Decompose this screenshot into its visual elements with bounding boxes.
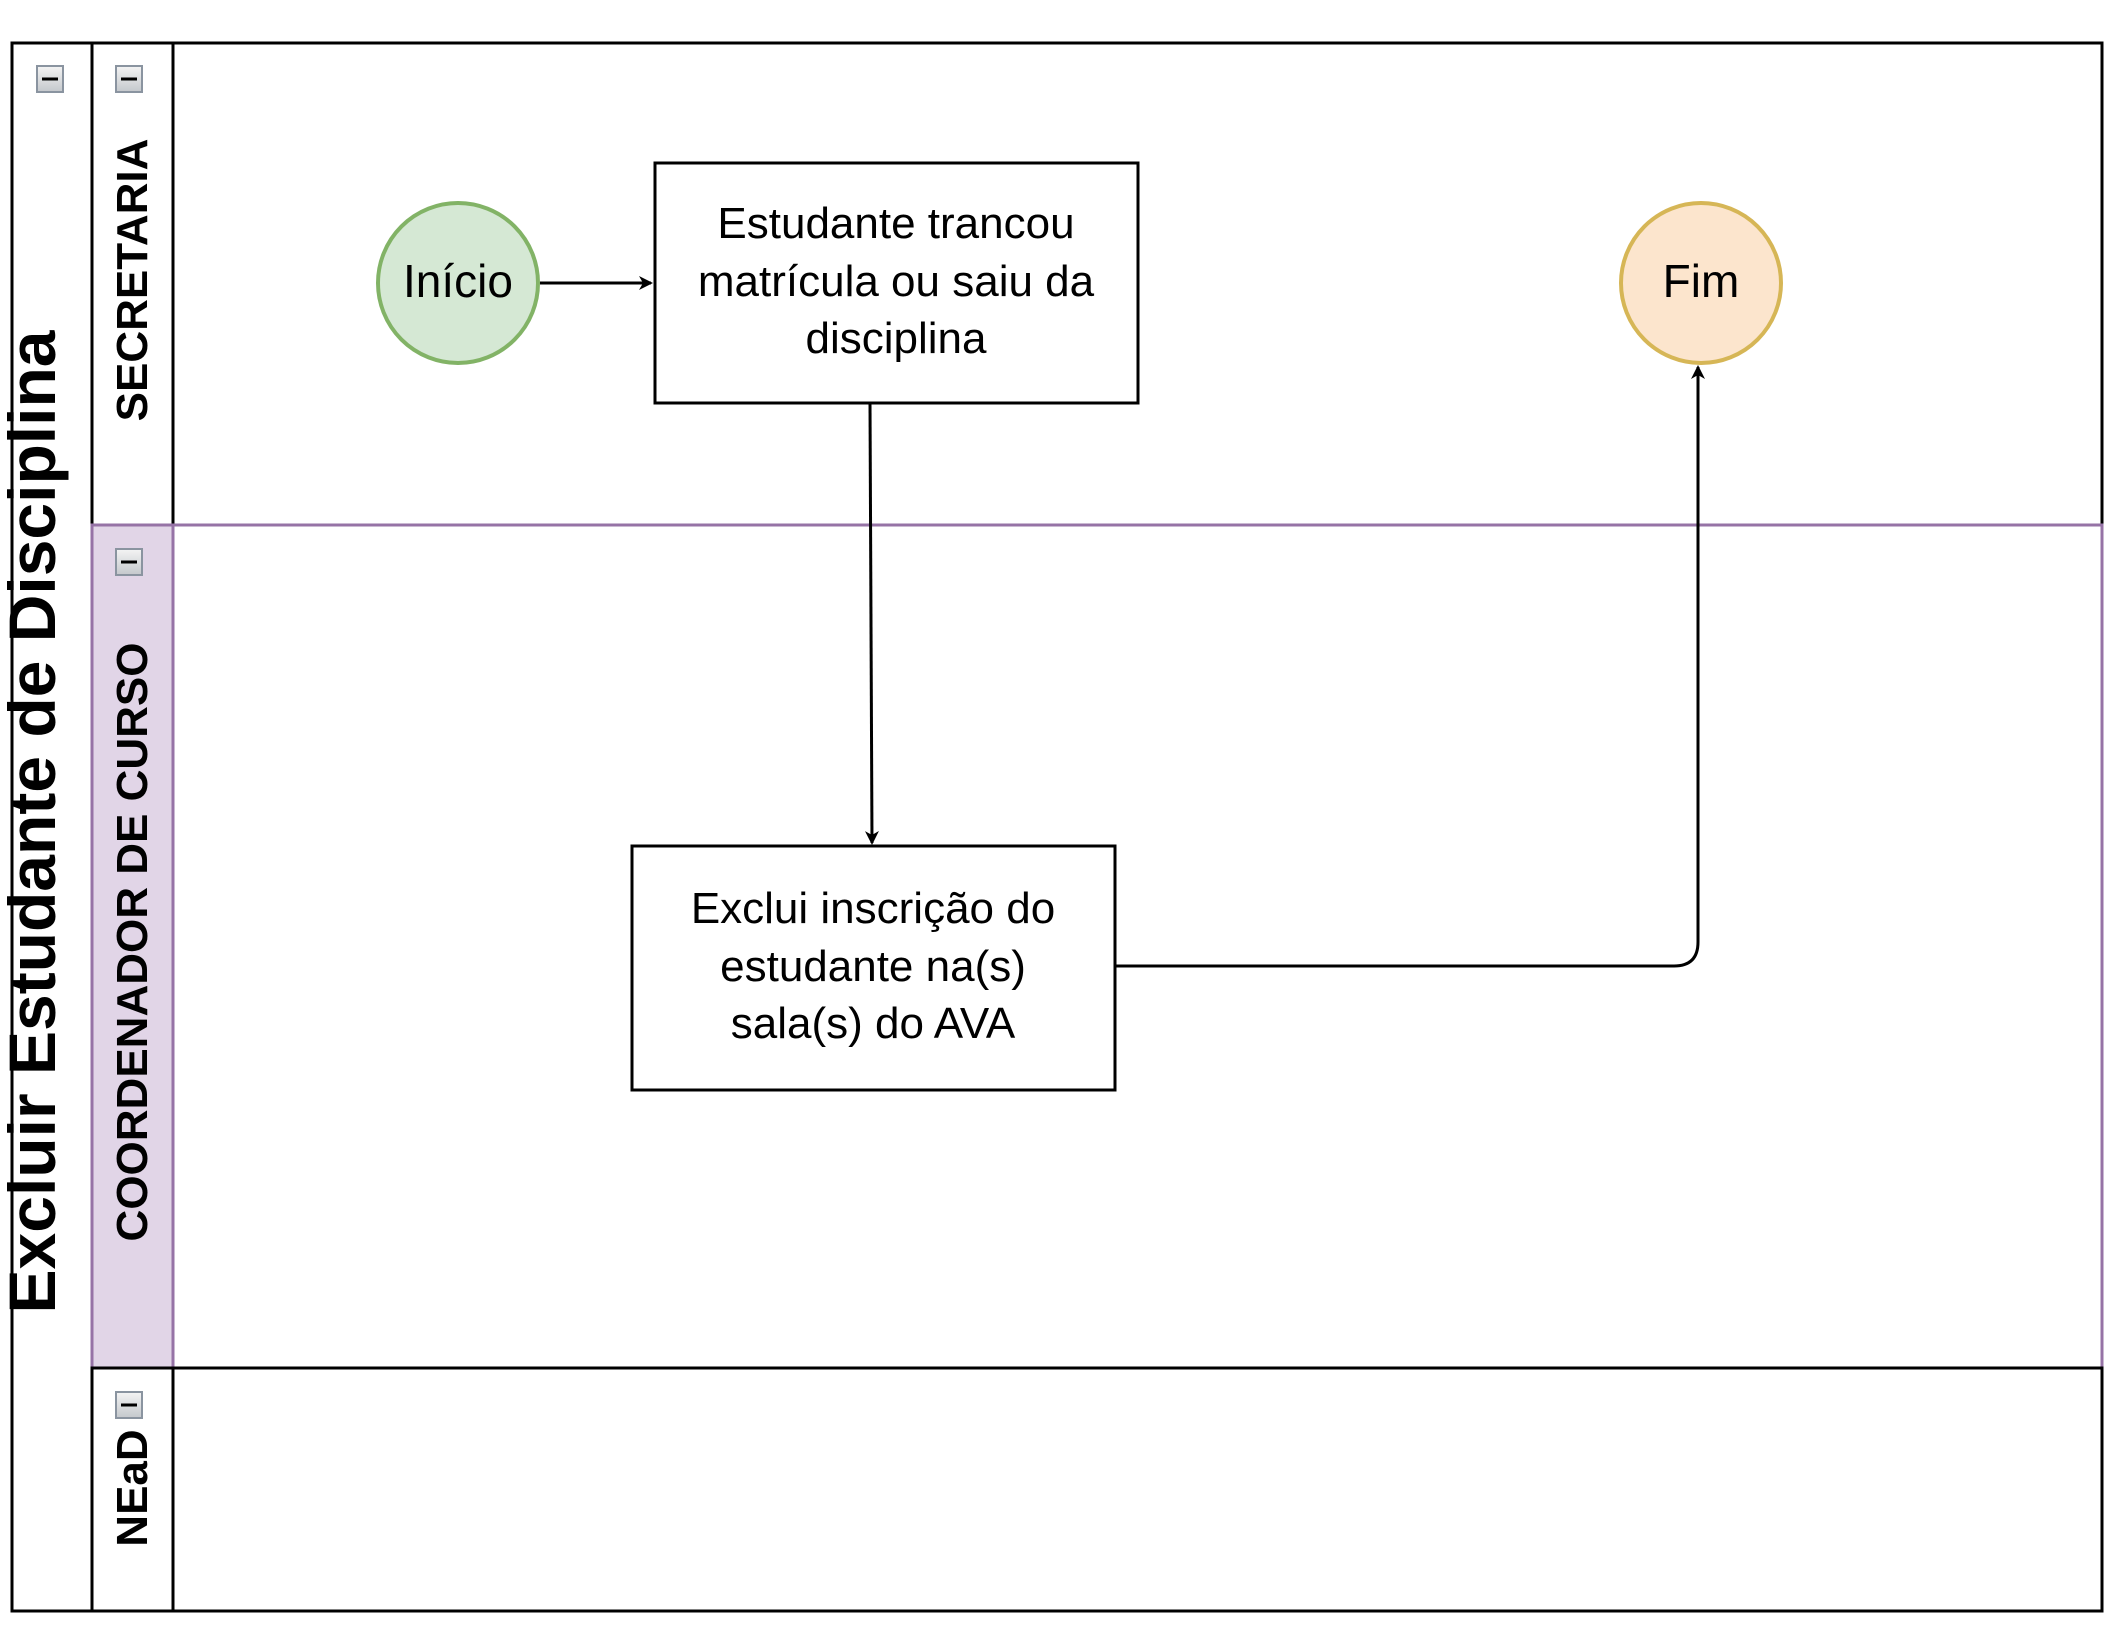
task-estudante-trancou-line-2: matrícula ou saiu da [698,257,1095,306]
task-estudante-trancou-line-1: Estudante trancou [717,199,1074,248]
pool-collapse-button[interactable] [36,65,64,93]
task-exclui-inscricao-line-3: sala(s) do AVA [731,999,1016,1048]
lane-coordenador: COORDENADOR DE CURSO [90,523,2104,1370]
lane-nead-frame [90,1366,2104,1613]
task-exclui-inscricao-line-2: estudante na(s) [720,942,1026,991]
end-event[interactable]: Fim [1619,201,1783,365]
lane-coordenador-collapse-button[interactable] [115,548,143,576]
edge-task1-to-task2[interactable] [864,402,879,845]
start-event[interactable]: Início [376,201,540,365]
lane-secretaria-label: SECRETARIA [108,139,157,422]
pool-title: Excluir Estudante de Disciplina [0,329,69,1313]
task-exclui-inscricao-box [630,844,1117,1092]
start-event-circle [376,201,540,365]
task-estudante-trancou[interactable]: Estudante trancou matrícula ou saiu da d… [653,161,1140,405]
collapse-minus-icon [115,548,143,576]
edge-task2-to-end[interactable] [1112,365,1705,968]
end-event-circle [1619,201,1783,365]
task-estudante-trancou-box [653,161,1140,405]
lane-secretaria-collapse-button[interactable] [115,65,143,93]
lane-nead-collapse-button[interactable] [115,1391,143,1419]
lane-nead-label: NEaD [108,1429,157,1546]
task-estudante-trancou-line-3: disciplina [806,314,988,363]
task-exclui-inscricao[interactable]: Exclui inscrição do estudante na(s) sala… [630,844,1117,1092]
edges [540,276,1705,968]
lane-nead: NEaD [90,1366,2104,1613]
lane-coordenador-label: COORDENADOR DE CURSO [108,643,157,1242]
task-exclui-inscricao-line-1: Exclui inscrição do [691,884,1055,933]
end-event-label: Fim [1663,255,1740,307]
lane-coordenador-header [92,525,173,1368]
start-event-label: Início [403,255,513,307]
